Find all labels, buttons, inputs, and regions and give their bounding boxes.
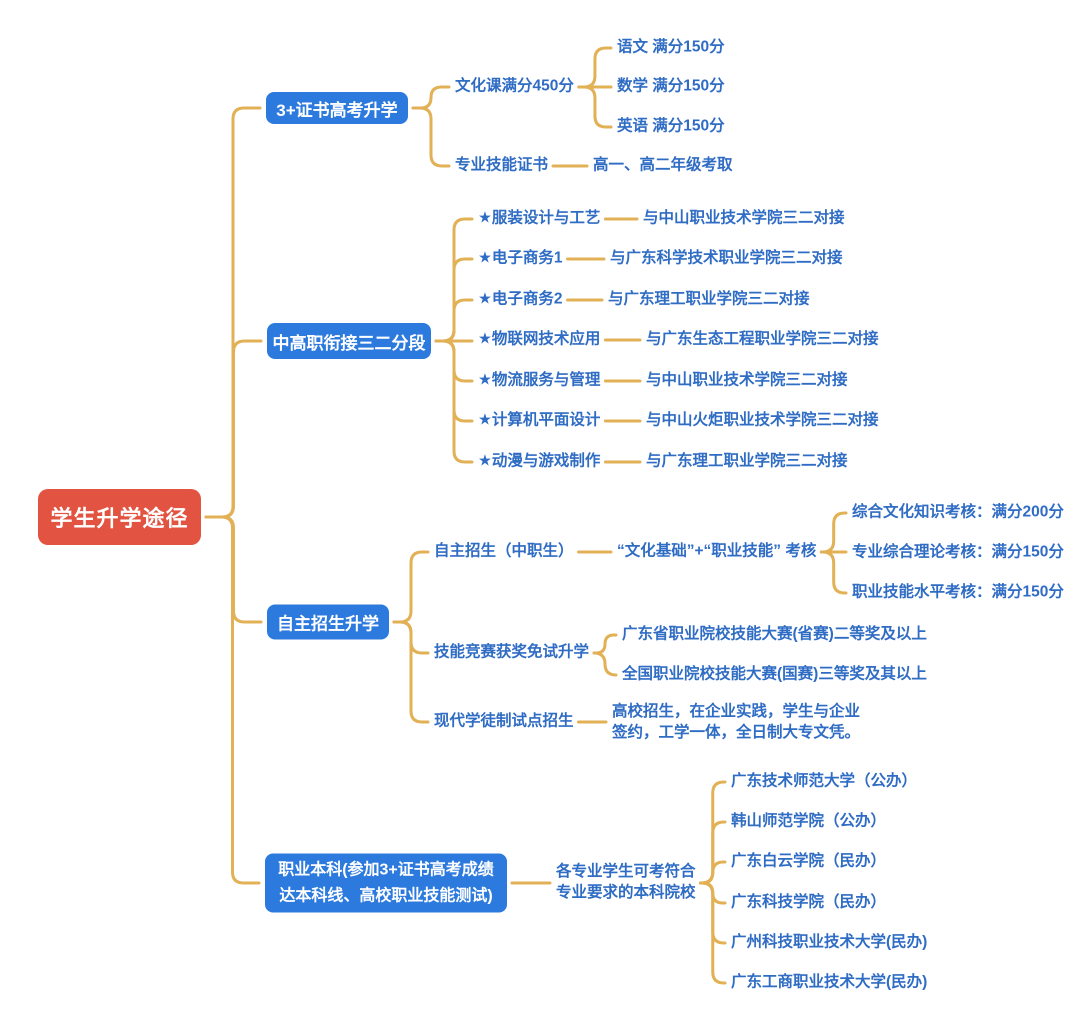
- leaf-subject-english: 英语 满分150分: [617, 117, 725, 135]
- leaf-college-ecommerce2: 与广东理工职业学院三二对接: [608, 290, 810, 308]
- leaf-college-animation: 与广东理工职业学院三二对接: [646, 452, 848, 470]
- leaf-college-iot: 与广东生态工程职业学院三二对接: [646, 330, 879, 348]
- leaf-award-provincial: 广东省职业院校技能大赛(省赛)二等奖及以上: [622, 625, 927, 643]
- leaf-competition-exemption: 技能竞赛获奖免试升学: [434, 643, 590, 661]
- leaf-major-graphic-design: ★计算机平面设计: [478, 411, 601, 429]
- branch-32-segment: 中高职衔接三二分段: [267, 323, 431, 359]
- leaf-major-animation: ★动漫与游戏制作: [478, 452, 601, 470]
- leaf-major-ecommerce2: ★电子商务2: [478, 290, 563, 308]
- leaf-subject-math: 数学 满分150分: [617, 77, 725, 95]
- leaf-univ-gdkeji: 广东科技学院（民办）: [731, 893, 887, 911]
- leaf-univ-hanshan: 韩山师范学院（公办）: [731, 812, 887, 830]
- leaf-exam-skill-150: 职业技能水平考核：满分150分: [852, 583, 1064, 601]
- leaf-exam-culture-200: 综合文化知识考核：满分200分: [852, 503, 1064, 521]
- leaf-culture-course: 文化课满分450分: [455, 77, 574, 95]
- leaf-apprenticeship-note: 高校招生，在企业实践，学生与企业 签约，工学一体，全日制大专文凭。: [612, 703, 861, 741]
- leaf-college-ecommerce1: 与广东科学技术职业学院三二对接: [610, 249, 843, 267]
- leaf-univ-baiyun: 广东白云学院（民办）: [731, 852, 887, 870]
- branch-gaokao: 3+证书高考升学: [266, 92, 408, 124]
- leaf-exam-theory-150: 专业综合理论考核：满分150分: [852, 543, 1064, 561]
- leaf-major-iot: ★物联网技术应用: [478, 330, 601, 348]
- leaf-eligible-universities-note: 各专业学生可考符合 专业要求的本科院校: [556, 863, 696, 901]
- leaf-college-graphic-design: 与中山火炬职业技术学院三二对接: [646, 411, 879, 429]
- leaf-independent-vocational: 自主招生（中职生）: [434, 542, 574, 560]
- leaf-major-ecommerce1: ★电子商务1: [478, 249, 563, 267]
- leaf-univ-gdnu: 广东技术师范大学（公办）: [731, 772, 918, 790]
- root-node-student-pathways: 学生升学途径: [38, 489, 201, 545]
- leaf-univ-gzkeji: 广州科技职业技术大学(民办): [731, 933, 928, 951]
- leaf-college-fashion: 与中山职业技术学院三二对接: [643, 209, 845, 227]
- leaf-univ-gdgongshang: 广东工商职业技术大学(民办): [731, 973, 928, 991]
- leaf-award-national: 全国职业院校技能大赛(国赛)三等奖及其以上: [622, 665, 927, 683]
- leaf-exam-combo: “文化基础”+“职业技能” 考核: [617, 542, 817, 560]
- leaf-skill-certificate: 专业技能证书: [455, 156, 549, 174]
- leaf-cert-note: 高一、高二年级考取: [593, 156, 733, 174]
- leaf-major-fashion: ★服装设计与工艺: [478, 209, 601, 227]
- leaf-college-logistics: 与中山职业技术学院三二对接: [646, 371, 848, 389]
- branch-vocational-undergraduate: 职业本科(参加3+证书高考成绩 达本科线、高校职业技能测试): [265, 853, 507, 913]
- leaf-subject-chinese: 语文 满分150分: [617, 38, 725, 56]
- leaf-major-logistics: ★物流服务与管理: [478, 371, 601, 389]
- leaf-apprenticeship-pilot: 现代学徒制试点招生: [434, 712, 574, 730]
- branch-independent-enrollment: 自主招生升学: [267, 604, 389, 640]
